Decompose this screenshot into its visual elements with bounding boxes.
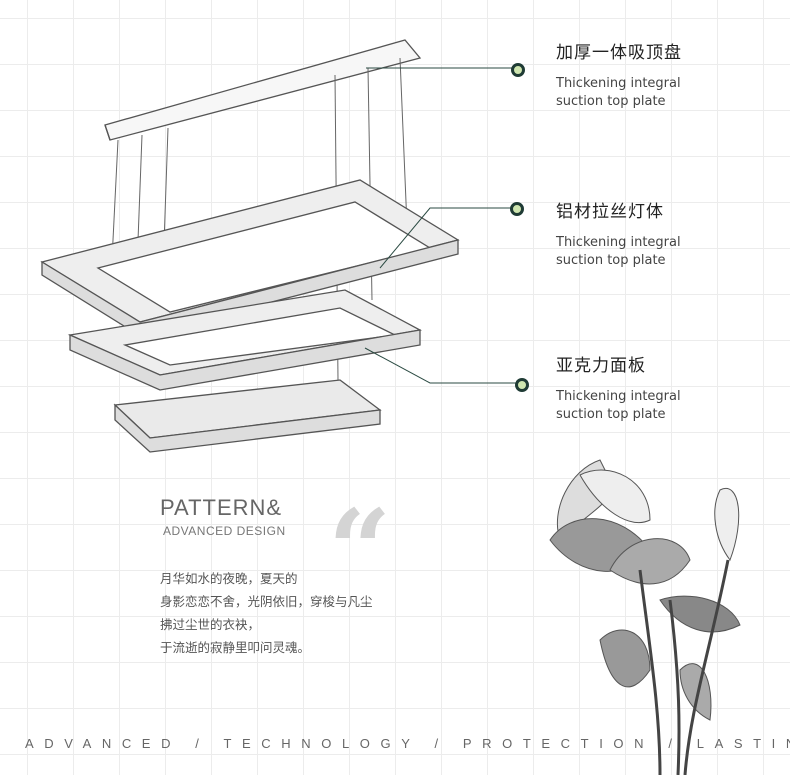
poem-line: 身影恋恋不舍，光阴依旧，穿梭与凡尘	[160, 594, 373, 609]
callout-title: 加厚一体吸顶盘	[556, 43, 682, 63]
poem-line: 于流逝的寂静里叩问灵魂。	[160, 640, 311, 655]
callout-dot-1	[511, 63, 525, 77]
poem: 月华如水的夜晚，夏天的 身影恋恋不舍，光阴依旧，穿梭与凡尘 拂过尘世的衣袂， 于…	[160, 567, 373, 659]
callout-desc-2: suction top plate	[556, 407, 666, 422]
callout-acrylic-panel: 亚克力面板 Thickening integral suction top pl…	[556, 351, 681, 424]
footer-tagline: ADVANCED / TECHNOLOGY / PROTECTION / LAS…	[25, 736, 790, 751]
callout-desc-2: suction top plate	[556, 94, 666, 109]
callout-dot-3	[515, 378, 529, 392]
poem-line: 月华如水的夜晚，夏天的	[160, 571, 298, 586]
callout-title: 亚克力面板	[556, 356, 646, 376]
callout-title: 铝材拉丝灯体	[556, 202, 664, 222]
callout-desc-1: Thickening integral	[556, 389, 681, 404]
quote-mark: “	[328, 485, 392, 614]
pattern-subtitle: ADVANCED DESIGN	[163, 524, 286, 538]
callout-desc-2: suction top plate	[556, 253, 666, 268]
poem-line: 拂过尘世的衣袂，	[160, 617, 261, 632]
callout-desc-1: Thickening integral	[556, 76, 681, 91]
pattern-title: PATTERN&	[160, 495, 283, 520]
callout-lamp-body: 铝材拉丝灯体 Thickening integral suction top p…	[556, 197, 681, 270]
calla-lily-illustration	[549, 459, 741, 775]
callout-desc-1: Thickening integral	[556, 235, 681, 250]
callout-dot-2	[510, 202, 524, 216]
callout-top-plate: 加厚一体吸顶盘 Thickening integral suction top …	[556, 38, 682, 111]
